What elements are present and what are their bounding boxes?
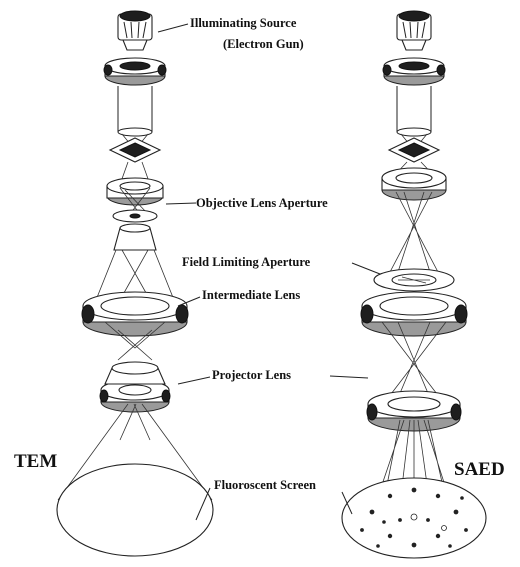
tem-specimen-holder <box>110 138 160 162</box>
tem-objective-aperture <box>113 210 157 222</box>
saed-field-limiting-aperture <box>374 269 454 291</box>
tem-column <box>57 11 213 556</box>
label-tem: TEM <box>14 451 57 472</box>
saed-electron-gun <box>397 11 431 50</box>
tem-fluorescent-screen <box>57 464 213 556</box>
tem-projector-lens <box>100 362 170 412</box>
label-objective-lens-aperture: Objective Lens Aperture <box>196 196 328 210</box>
label-fluoroscent-screen: Fluoroscent Screen <box>214 478 316 492</box>
label-illuminating-source: Illuminating Source <box>190 16 297 30</box>
label-saed: SAED <box>454 459 505 480</box>
saed-objective-lens <box>382 168 446 200</box>
tem-intermediate-lens <box>82 292 188 336</box>
label-projector-lens: Projector Lens <box>212 368 291 382</box>
tem-electron-gun <box>118 11 152 50</box>
saed-fluorescent-screen <box>342 478 486 558</box>
saed-intermediate-lens <box>361 292 467 336</box>
leader-lines <box>158 24 380 520</box>
label-electron-gun: (Electron Gun) <box>223 37 304 51</box>
saed-condenser-lens-1 <box>383 58 445 85</box>
saed-specimen-holder <box>389 138 439 162</box>
label-intermediate-lens: Intermediate Lens <box>202 288 300 302</box>
tem-condenser-lens-1 <box>104 58 166 85</box>
label-field-limiting-aperture: Field Limiting Aperture <box>182 255 311 269</box>
